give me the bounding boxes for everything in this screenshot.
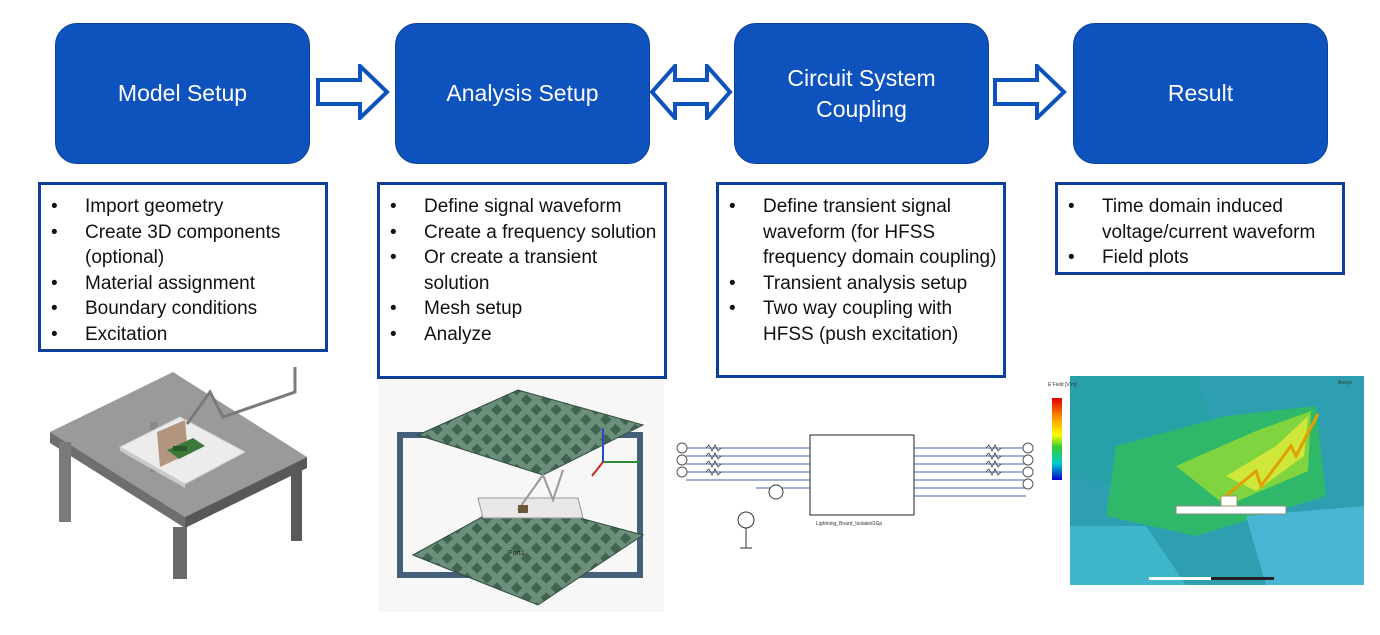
list-item: Material assignment bbox=[41, 271, 325, 297]
list-item: Analyze bbox=[380, 322, 658, 348]
list-item: Excitation bbox=[41, 322, 325, 348]
list-item: Two way coupling with HFSS (push excitat… bbox=[719, 296, 997, 347]
list-item: Field plots bbox=[1058, 245, 1336, 271]
arrow-right-icon bbox=[316, 64, 390, 120]
list-item: Define signal waveform bbox=[380, 194, 658, 220]
port-label: Port1 bbox=[508, 550, 525, 557]
stage-result: Result bbox=[1073, 23, 1328, 164]
result-steps: Time domain induced voltage/current wave… bbox=[1055, 182, 1345, 275]
list-item: Import geometry bbox=[41, 194, 325, 220]
list-item: Mesh setup bbox=[380, 296, 658, 322]
table-with-board-icon bbox=[50, 367, 307, 579]
list-item: Create 3D components (optional) bbox=[41, 220, 325, 271]
analysis-setup-steps: Define signal waveform Create a frequenc… bbox=[377, 182, 667, 379]
list-item: Boundary conditions bbox=[41, 296, 325, 322]
circuit-coupling-steps: Define transient signal waveform (for HF… bbox=[716, 182, 1006, 378]
circuit-block-label: Lightning_Board_Isolated1Gp bbox=[816, 521, 882, 527]
field-plot-icon: E Field [V/m] Ansys bbox=[1046, 376, 1364, 585]
double-arrow-icon bbox=[649, 64, 733, 120]
list-item: Transient analysis setup bbox=[719, 271, 997, 297]
stage-title: Result bbox=[1167, 80, 1234, 106]
stage-model-setup: Model Setup bbox=[55, 23, 310, 164]
stage-title: Analysis Setup bbox=[446, 80, 599, 106]
arrow-right-icon bbox=[993, 64, 1067, 120]
model-setup-steps: Import geometry Create 3D components (op… bbox=[38, 182, 328, 352]
legend-title: E Field [V/m] bbox=[1048, 382, 1077, 388]
plane-wave-plates-icon: Port1 bbox=[378, 380, 664, 612]
list-item: Time domain induced voltage/current wave… bbox=[1058, 194, 1336, 245]
brand-label: Ansys bbox=[1338, 380, 1352, 386]
stage-circuit-system-coupling: Circuit System Coupling bbox=[734, 23, 989, 164]
stage-title: Circuit System Coupling bbox=[787, 64, 936, 122]
stage-analysis-setup: Analysis Setup bbox=[395, 23, 650, 164]
list-item: Or create a transient solution bbox=[380, 245, 658, 296]
list-item: Define transient signal waveform (for HF… bbox=[719, 194, 997, 271]
stage-title: Model Setup bbox=[117, 80, 248, 106]
list-item: Create a frequency solution bbox=[380, 220, 658, 246]
circuit-schematic-icon: Lightning_Board_Isolated1Gp bbox=[666, 430, 1056, 560]
